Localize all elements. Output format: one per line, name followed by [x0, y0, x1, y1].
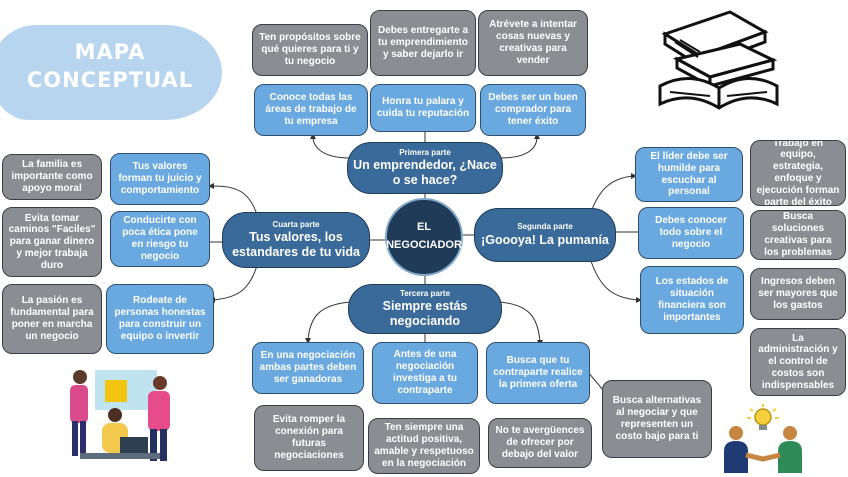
left-gray-box-3: La pasión es fundamental para poner en m…	[2, 284, 102, 354]
part-three-label: Tercera parte	[399, 289, 451, 299]
top-light-box-2: Honra tu palara y cuida tu reputación	[370, 84, 476, 132]
part-four-label: Cuarta parte	[272, 220, 320, 230]
left-light-box-1: Tus valores forman tu juicio y comportam…	[110, 153, 210, 205]
part-two-label: Segunda parte	[517, 222, 573, 232]
bottom-light-box-3: Busca que tu contraparte realice la prim…	[486, 342, 590, 404]
right-light-box-3: Los estados de situación financiera son …	[640, 266, 744, 334]
top-gray-box-2: Debes entregarte a tu emprendimiento y s…	[370, 10, 476, 76]
right-gray-box-4: La administración y el control de costos…	[750, 328, 846, 396]
top-light-box-1: Conoce todas las áreas de trabajo de tu …	[254, 84, 368, 136]
part-two-title: ¡Goooya! La pumanía	[481, 232, 609, 247]
title-line-1: MAPA	[74, 40, 146, 64]
page-title: MAPA CONCEPTUAL	[20, 38, 200, 95]
left-light-box-2: Conducirte con poca ética pone en riesgo…	[110, 211, 210, 267]
part-one-node: Primera parte Un emprendedor, ¿Nace o se…	[347, 142, 503, 194]
part-one-label: Primera parte	[399, 148, 451, 158]
left-gray-box-1: La familia es importante como apoyo mora…	[2, 154, 102, 200]
bottom-light-box-1: En una negociación ambas partes deben se…	[252, 342, 364, 394]
part-one-title: Un emprendedor, ¿Nace o se hace?	[353, 158, 497, 188]
part-three-node: Tercera parte Siempre estás negociando	[348, 284, 502, 334]
title-blob	[0, 25, 222, 120]
team-meeting-illustration	[70, 370, 170, 461]
right-gray-box-3: Ingresos deben ser mayores que los gasto…	[750, 268, 846, 320]
title-line-2: CONCEPTUAL	[26, 68, 194, 93]
bottom-gray-box-2: Ten siempre una actitud positiva, amable…	[368, 418, 480, 474]
bottom-gray-box-1: Evita romper la conexión para futuras ne…	[254, 405, 364, 471]
top-light-box-3: Debes ser un buen comprador para tener é…	[480, 84, 586, 136]
part-two-node: Segunda parte ¡Goooya! La pumanía	[474, 208, 616, 262]
right-light-box-2: Debes conocer todo sobre el negocio	[638, 207, 744, 259]
left-light-box-3: Rodeate de personas honestas para constr…	[106, 284, 214, 354]
part-four-node: Cuarta parte Tus valores, los estandares…	[222, 212, 370, 268]
top-gray-box-1: Ten propósitos sobre qué quieres para ti…	[252, 24, 368, 76]
center-node: EL NEGOCIADOR	[385, 198, 463, 276]
left-gray-box-2: Evita tomar caminos "Faciles" para ganar…	[2, 207, 102, 277]
bottom-light-box-2: Antes de una negociación investiga a tu …	[372, 342, 478, 404]
bottom-gray-box-3: No te avergüences de ofrecer por debajo …	[488, 418, 592, 468]
center-label-line-1: EL	[416, 221, 432, 234]
center-label-line-2: NEGOCIADOR	[386, 239, 462, 251]
books-icon	[658, 10, 779, 110]
bottom-gray-box-4: Busca alternativas al negociar y que rep…	[602, 380, 712, 458]
top-gray-box-3: Atrévete a intentar cosas nuevas y creat…	[478, 10, 588, 76]
handshake-idea-illustration	[724, 404, 802, 473]
part-three-title: Siempre estás negociando	[382, 299, 468, 329]
right-gray-box-2: Busca soluciones creativas para los prob…	[750, 210, 846, 260]
part-four-title: Tus valores, los estandares de tu vida	[232, 230, 360, 260]
right-gray-box-1: Trabajo en equipo, estrategia, enfoque y…	[750, 140, 846, 206]
right-light-box-1: El líder debe ser humilde para escuchar …	[635, 147, 743, 202]
